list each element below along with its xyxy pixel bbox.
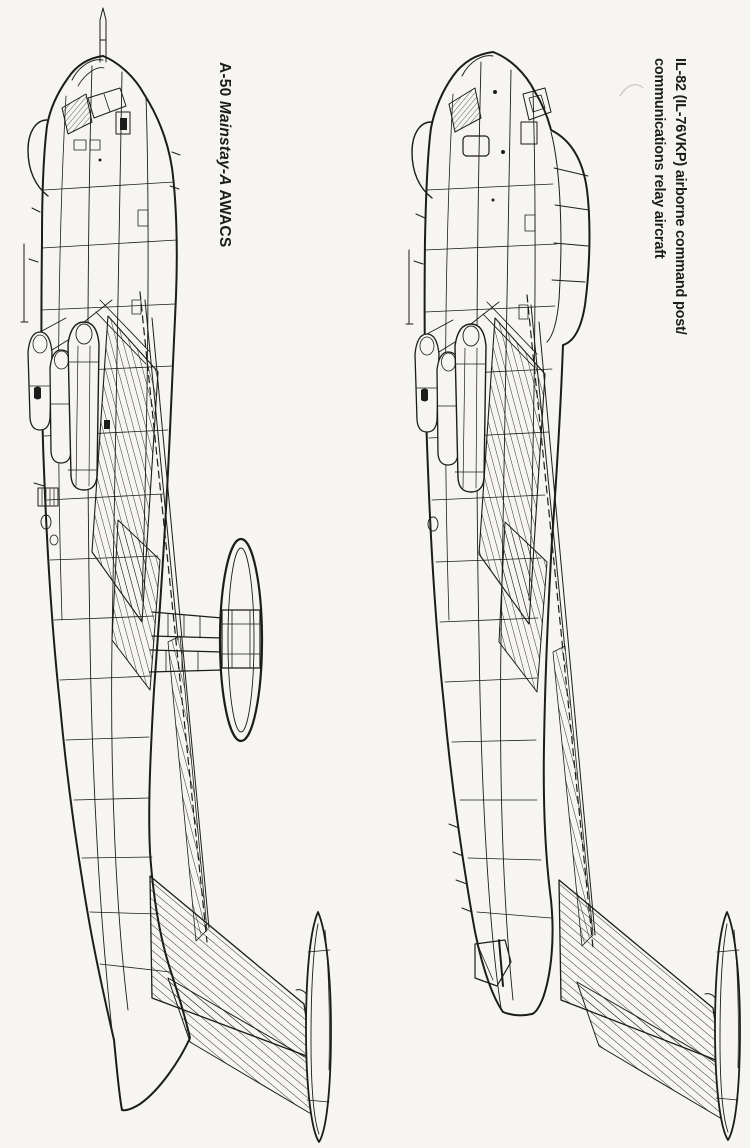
il82-nose — [448, 55, 552, 202]
scan-artifact-line — [619, 84, 644, 97]
a50-line-drawing — [20, 7, 332, 1143]
il82-caption: IL-82 (IL-76VKP) airborne command post/ … — [648, 58, 690, 335]
il82-caption-line1: IL-82 (IL-76VKP) airborne command post/ — [672, 58, 688, 335]
il82-ventral-fairing — [474, 939, 512, 987]
il82-fin — [714, 911, 741, 1141]
il82-antennas-details — [405, 213, 473, 913]
a50-caption-designation: Mainstay-A — [216, 100, 233, 186]
a50-rotodome — [149, 537, 264, 743]
il82-tailplane — [558, 879, 728, 1123]
a50-antennas-details — [20, 207, 110, 546]
a50-nose — [61, 7, 131, 162]
a50-engine-nacelles — [27, 321, 100, 491]
il82-caption-line2: communications relay aircraft — [651, 58, 667, 259]
il82-engine-nacelles — [414, 323, 487, 493]
a50-caption: A-50 Mainstay-A AWACS — [215, 62, 233, 247]
a50-caption-suffix: AWACS — [216, 185, 233, 248]
a50-nose-probe — [99, 7, 107, 63]
il82-line-drawing — [405, 51, 741, 1141]
il82-port-wing — [414, 301, 548, 693]
il82-satcom-fairing-inner-edge — [546, 131, 562, 343]
a50-port-wing — [27, 299, 161, 691]
a50-fuselage — [27, 55, 191, 1112]
il82-satcom-fairing-ribs — [551, 167, 590, 283]
a50-tailplane — [149, 875, 319, 1119]
a50-caption-prefix: A-50 — [216, 62, 233, 101]
a50-fin — [305, 911, 332, 1143]
